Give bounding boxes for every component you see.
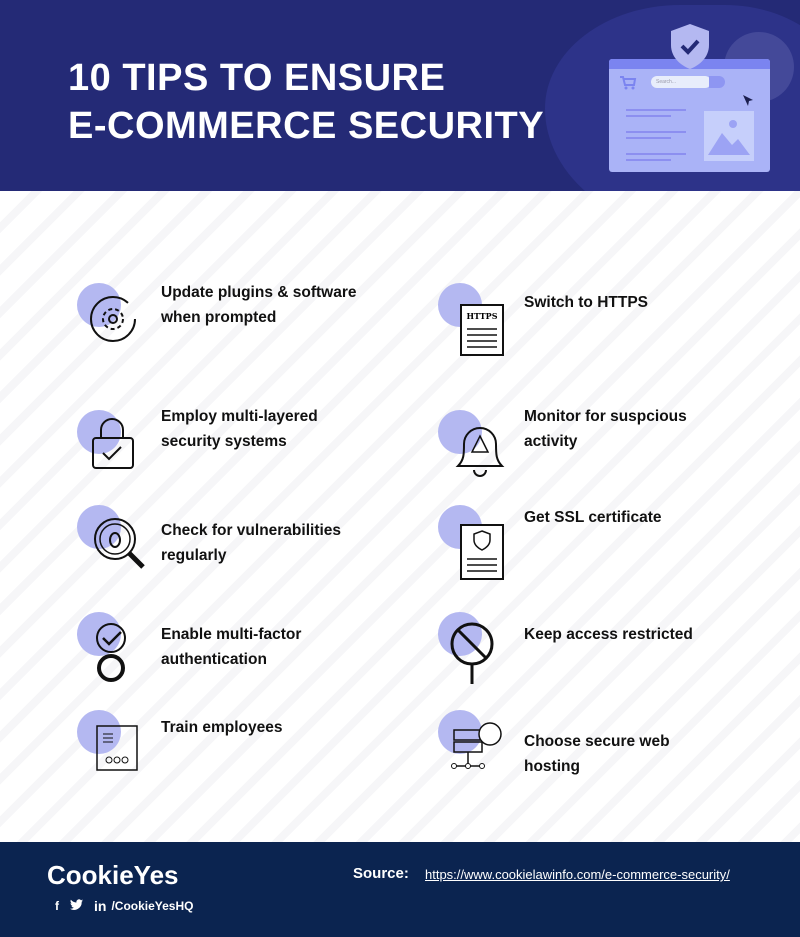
search-input: Search... — [651, 76, 711, 88]
certificate-icon — [438, 505, 504, 580]
social-handle: /CookieYesHQ — [111, 899, 194, 913]
tip-multi-layered: Employ multi-layered security systems — [161, 408, 318, 450]
cursor-icon — [743, 95, 753, 106]
cart-icon — [620, 76, 637, 90]
image-placeholder-icon — [704, 111, 754, 161]
source-link[interactable]: https://www.cookielawinfo.com/e-commerce… — [425, 867, 730, 882]
page-title: 10 TIPS TO ENSURE E-COMMERCE SECURITY — [68, 54, 544, 150]
shield-check-icon — [671, 24, 709, 69]
alert-bell-icon — [438, 410, 505, 477]
secure-server-icon — [438, 710, 504, 776]
https-document-icon: HTTPS — [438, 283, 504, 356]
https-badge: HTTPS — [467, 311, 498, 321]
padlock-icon — [77, 410, 143, 476]
tip-update-plugins: Update plugins & software when prompted — [161, 284, 357, 326]
facebook-icon[interactable]: f — [55, 899, 59, 913]
gear-refresh-icon — [77, 283, 143, 349]
tip-monitor: Monitor for suspcious activity — [524, 408, 687, 450]
footer: CookieYes f in /CookieYesHQ Source: http… — [0, 842, 800, 937]
tip-check-vulnerabilities: Check for vulnerabilities regularly — [161, 522, 342, 564]
social-links: f in /CookieYesHQ — [55, 898, 193, 914]
search-icon — [709, 76, 725, 88]
title-line-2: E-COMMERCE SECURITY — [68, 105, 545, 147]
tip-train-employees: Train employees — [161, 719, 283, 736]
title-line-1: 10 TIPS TO ENSURE — [68, 57, 446, 99]
source-label: Source: — [353, 865, 409, 882]
tip-multi-factor: Enable multi-factor authentication — [161, 626, 302, 668]
header-banner: 10 TIPS TO ENSURE E-COMMERCE SECURITY Se… — [0, 0, 800, 191]
tips-section — [0, 191, 800, 842]
linkedin-icon[interactable]: in — [94, 898, 107, 914]
tip-ssl: Get SSL certificate — [524, 509, 662, 526]
training-board-icon — [77, 710, 143, 776]
tip-restricted: Keep access restricted — [524, 626, 693, 643]
twitter-icon[interactable] — [70, 899, 83, 913]
browser-illustration: Search... — [609, 59, 770, 172]
tip-https: Switch to HTTPS — [524, 294, 648, 311]
check-rings-icon — [77, 612, 143, 682]
bug-magnifier-icon — [77, 505, 145, 571]
restricted-sign-icon — [438, 612, 504, 684]
cookieyes-logo: CookieYes — [47, 860, 179, 890]
tip-web-hosting: Choose secure web hosting — [524, 733, 670, 775]
